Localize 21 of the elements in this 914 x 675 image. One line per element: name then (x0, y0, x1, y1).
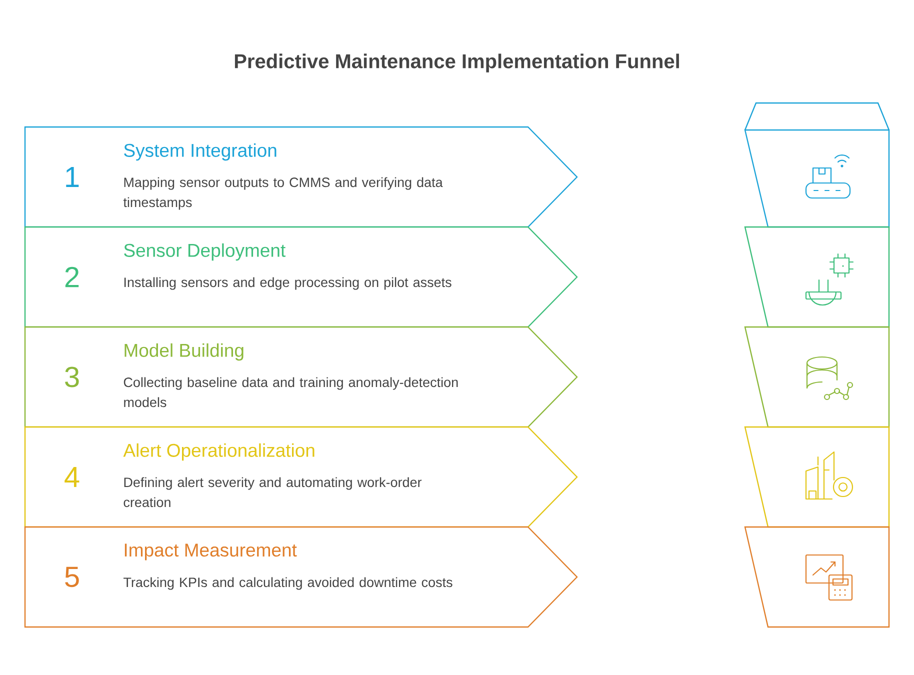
funnel-segment (744, 426, 890, 528)
step-title: Alert Operationalization (123, 443, 314, 461)
step-number: 2 (65, 266, 79, 288)
step-description: Mapping sensor outputs to CMMS and verifying data timestamps (123, 177, 443, 210)
title: Predictive Maintenance Implementation Funnel (234, 54, 679, 72)
step-title: System Integration (124, 143, 276, 161)
step-title: Model Building (124, 343, 244, 361)
funnel-segment (744, 102, 890, 228)
step-number: 1 (66, 167, 79, 187)
step-number: 3 (65, 366, 79, 388)
funnel-segment (744, 326, 890, 428)
step-description: Tracking KPIs and calculating avoided downtime costs (124, 577, 452, 590)
funnel-segment (744, 226, 890, 328)
step-title: Sensor Deployment (124, 243, 286, 261)
step-title: Impact Measurement (124, 544, 297, 560)
step-description: Installing sensors and edge processing on pilot assets (124, 277, 452, 290)
step-number: 5 (65, 566, 79, 588)
step-description: Collecting baseline data and training anomaly-detection models (124, 377, 458, 408)
step-number: 4 (64, 467, 80, 487)
funnel-segment (744, 526, 890, 628)
step-description: Defining alert severity and automating work-order creation (124, 477, 422, 508)
